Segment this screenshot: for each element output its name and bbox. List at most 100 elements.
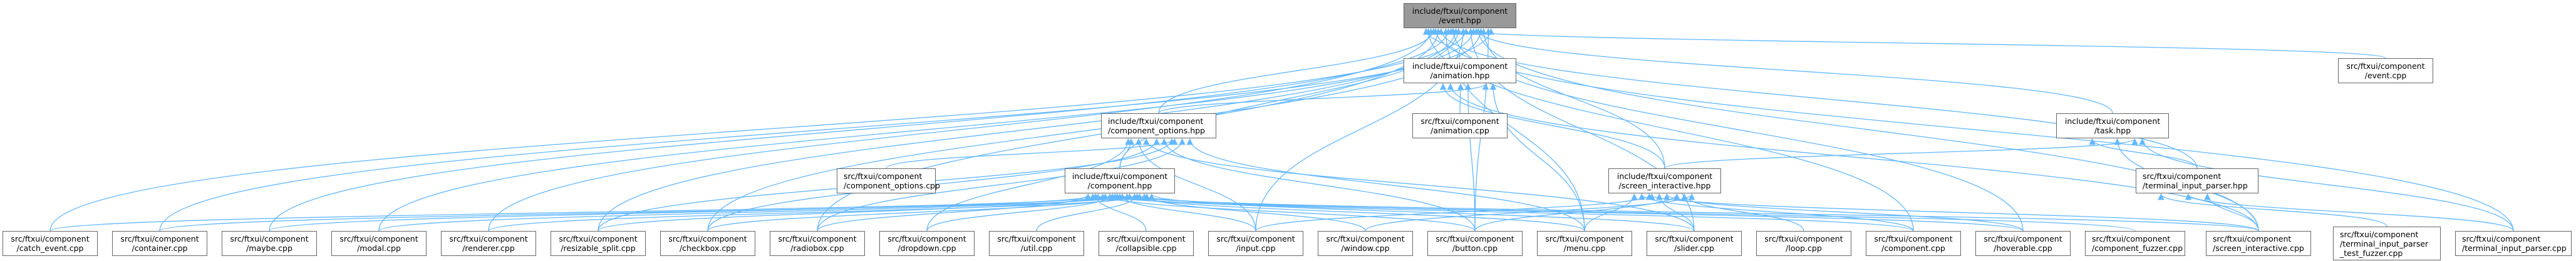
node-label-line: /resizable_split.cpp (561, 243, 636, 253)
edge-maybe-cpp-to-event-hpp (269, 28, 1452, 232)
graph-node-component-options-cpp[interactable]: src/ftxui/component/component_options.cp… (837, 168, 940, 193)
graph-node-task-hpp[interactable]: include/ftxui/component/task.hpp (2056, 113, 2169, 138)
node-label-line: include/ftxui/component (1412, 61, 1508, 71)
node-label-line: /dropdown.cpp (897, 243, 956, 253)
node-label-line: src/ftxui/component (1107, 234, 1186, 243)
graph-node-catch-event-cpp[interactable]: src/ftxui/component/catch_event.cpp (3, 231, 98, 256)
edge-renderer-cpp-to-component-hpp (488, 193, 1151, 232)
edge-radiobox-cpp-to-component-options-hpp (817, 138, 1186, 232)
edge-input-cpp-to-screen-interactive-hpp (1255, 193, 1655, 232)
edge-container-cpp-to-event-hpp (159, 28, 1494, 232)
graph-node-hoverable-cpp[interactable]: src/ftxui/component/hoverable.cpp (1975, 231, 2071, 256)
edge-window-cpp-to-screen-interactive-hpp (1365, 193, 1695, 232)
node-label-line: include/ftxui/component (1412, 6, 1508, 16)
graph-node-event-cpp[interactable]: src/ftxui/component/event.cpp (2338, 58, 2433, 83)
node-label-line: src/ftxui/component (997, 234, 1076, 243)
node-label-line: src/ftxui/component (887, 234, 966, 243)
edge-screen-interactive-hpp-to-task-hpp (1664, 138, 2138, 169)
edge-component-options-cpp-to-component-options-hpp (886, 138, 1178, 169)
graph-node-container-cpp[interactable]: src/ftxui/component/container.cpp (112, 231, 207, 256)
graph-node-component-fuzzer-cpp[interactable]: src/ftxui/component/component_fuzzer.cpp (2085, 231, 2185, 256)
node-label-line: /screen_interactive.cpp (2213, 243, 2304, 253)
graph-node-menu-cpp[interactable]: src/ftxui/component/menu.cpp (1537, 231, 1632, 256)
graph-node-screen-interactive-hpp[interactable]: include/ftxui/component/screen_interacti… (1608, 168, 1721, 193)
node-label-line: /container.cpp (132, 243, 188, 253)
graph-node-button-cpp[interactable]: src/ftxui/component/button.cpp (1427, 231, 1523, 256)
graph-node-maybe-cpp[interactable]: src/ftxui/component/maybe.cpp (222, 231, 317, 256)
node-label-line: src/ftxui/component (2213, 234, 2292, 243)
graph-node-renderer-cpp[interactable]: src/ftxui/component/renderer.cpp (441, 231, 536, 256)
node-label-line: /hoverable.cpp (1994, 243, 2052, 253)
node-label-line: /menu.cpp (1563, 243, 1606, 253)
node-label-line: /modal.cpp (357, 243, 401, 253)
node-label-line: /slider.cpp (1673, 243, 1714, 253)
node-label-line: /button.cpp (1452, 243, 1498, 253)
edge-modal-cpp-to-event-hpp (378, 28, 1477, 232)
graph-node-modal-cpp[interactable]: src/ftxui/component/modal.cpp (331, 231, 427, 256)
graph-node-input-cpp[interactable]: src/ftxui/component/input.cpp (1208, 231, 1303, 256)
graph-node-window-cpp[interactable]: src/ftxui/component/window.cpp (1318, 231, 1413, 256)
edge-event-cpp-to-event-hpp (1448, 28, 2386, 59)
node-label-line: _test_fuzzer.cpp (2340, 248, 2403, 258)
node-label-line: /loop.cpp (1786, 243, 1822, 253)
graph-node-util-cpp[interactable]: src/ftxui/component/util.cpp (989, 231, 1084, 256)
node-label-line: /window.cpp (1341, 243, 1390, 253)
graph-node-screen-interactive-cpp[interactable]: src/ftxui/component/screen_interactive.c… (2206, 231, 2311, 256)
node-label-line: /component_options.cpp (844, 181, 940, 190)
edge-hoverable-cpp-to-event-hpp (1450, 28, 2024, 232)
edge-terminal-input-parser-cpp-to-task-hpp (2139, 138, 2514, 232)
edge-resizable-split-cpp-to-event-hpp (597, 28, 1459, 232)
edge-collapsible-cpp-to-component-hpp (1092, 193, 1147, 232)
node-label-line: include/ftxui/component (2064, 116, 2161, 126)
node-label-line: src/ftxui/component (1420, 116, 1499, 126)
graph-node-loop-cpp[interactable]: src/ftxui/component/loop.cpp (1756, 231, 1851, 256)
node-label-line: /renderer.cpp (462, 243, 515, 253)
graph-node-component-cpp[interactable]: src/ftxui/component/component.cpp (1866, 231, 1961, 256)
edge-component-cpp-to-screen-interactive-hpp (1638, 193, 1914, 232)
graph-node-terminal-input-parser-test-fuzzer-cpp[interactable]: src/ftxui/component/terminal_input_parse… (2333, 227, 2441, 260)
graph-node-animation-hpp[interactable]: include/ftxui/component/animation.hpp (1404, 58, 1516, 83)
node-label-line: /animation.cpp (1430, 126, 1489, 135)
node-label-line: /maybe.cpp (246, 243, 292, 253)
edge-terminal-input-parser-hpp-to-task-hpp (2089, 138, 2198, 169)
node-label-line: src/ftxui/component (230, 234, 309, 243)
graph-node-radiobox-cpp[interactable]: src/ftxui/component/radiobox.cpp (770, 231, 865, 256)
graph-node-animation-cpp[interactable]: src/ftxui/component/animation.cpp (1412, 113, 1508, 138)
edge-screen-interactive-cpp-to-screen-interactive-hpp (1646, 193, 2259, 232)
graph-node-component-hpp[interactable]: include/ftxui/component/component.hpp (1065, 168, 1175, 193)
edge-loop-cpp-to-screen-interactive-hpp (1681, 193, 1804, 232)
node-label-line: /catch_event.cpp (16, 243, 84, 253)
edge-dropdown-cpp-to-component-options-hpp (926, 138, 1132, 232)
edge-component-fuzzer-cpp-to-component-hpp (1090, 193, 2136, 232)
node-label-line: src/ftxui/component (778, 234, 857, 243)
graph-node-checkbox-cpp[interactable]: src/ftxui/component/checkbox.cpp (660, 231, 755, 256)
edge-terminal-input-parser-hpp-to-event-hpp (1437, 28, 2198, 169)
node-label-line: /collapsible.cpp (1115, 243, 1177, 253)
edge-component-options-hpp-to-event-hpp (1158, 28, 1437, 114)
edge-menu-cpp-to-animation-hpp (1489, 83, 1585, 232)
graph-node-resizable-split-cpp[interactable]: src/ftxui/component/resizable_split.cpp (551, 231, 646, 256)
graph-node-terminal-input-parser-hpp[interactable]: src/ftxui/component/terminal_input_parse… (2136, 168, 2258, 193)
graph-node-slider-cpp[interactable]: src/ftxui/component/slider.cpp (1647, 231, 1742, 256)
node-label-line: include/ftxui/component (1072, 171, 1168, 181)
edge-button-cpp-to-animation-hpp (1464, 83, 1476, 232)
node-label-line: include/ftxui/component (1108, 116, 1204, 126)
edge-terminal-input-parser-cpp-to-terminal-input-parser-hpp (2185, 193, 2514, 232)
edge-modal-cpp-to-component-hpp (378, 193, 1126, 232)
node-label-line: src/ftxui/component (1655, 234, 1734, 243)
node-label-line: /util.cpp (1020, 243, 1053, 253)
node-label-line: /component_options.hpp (1108, 126, 1205, 135)
edge-screen-interactive-hpp-to-animation-hpp (1439, 83, 1665, 169)
node-label-line: src/ftxui/component (1326, 234, 1405, 243)
node-label-line: /event.cpp (2364, 71, 2407, 80)
graph-node-collapsible-cpp[interactable]: src/ftxui/component/collapsible.cpp (1099, 231, 1194, 256)
node-label-line: src/ftxui/component (1435, 234, 1514, 243)
node-label-line: src/ftxui/component (1984, 234, 2062, 243)
graph-node-event-hpp: include/ftxui/component/event.hpp (1404, 3, 1516, 28)
graph-node-dropdown-cpp[interactable]: src/ftxui/component/dropdown.cpp (879, 231, 975, 256)
edge-screen-interactive-cpp-to-terminal-input-parser-hpp (2204, 193, 2259, 232)
edge-screen-interactive-hpp-to-event-hpp (1480, 28, 1665, 169)
graph-node-component-options-hpp[interactable]: include/ftxui/component/component_option… (1101, 113, 1216, 138)
graph-node-terminal-input-parser-cpp[interactable]: src/ftxui/component/terminal_input_parse… (2455, 231, 2572, 256)
edge-resizable-split-cpp-to-component-hpp (597, 193, 1109, 232)
